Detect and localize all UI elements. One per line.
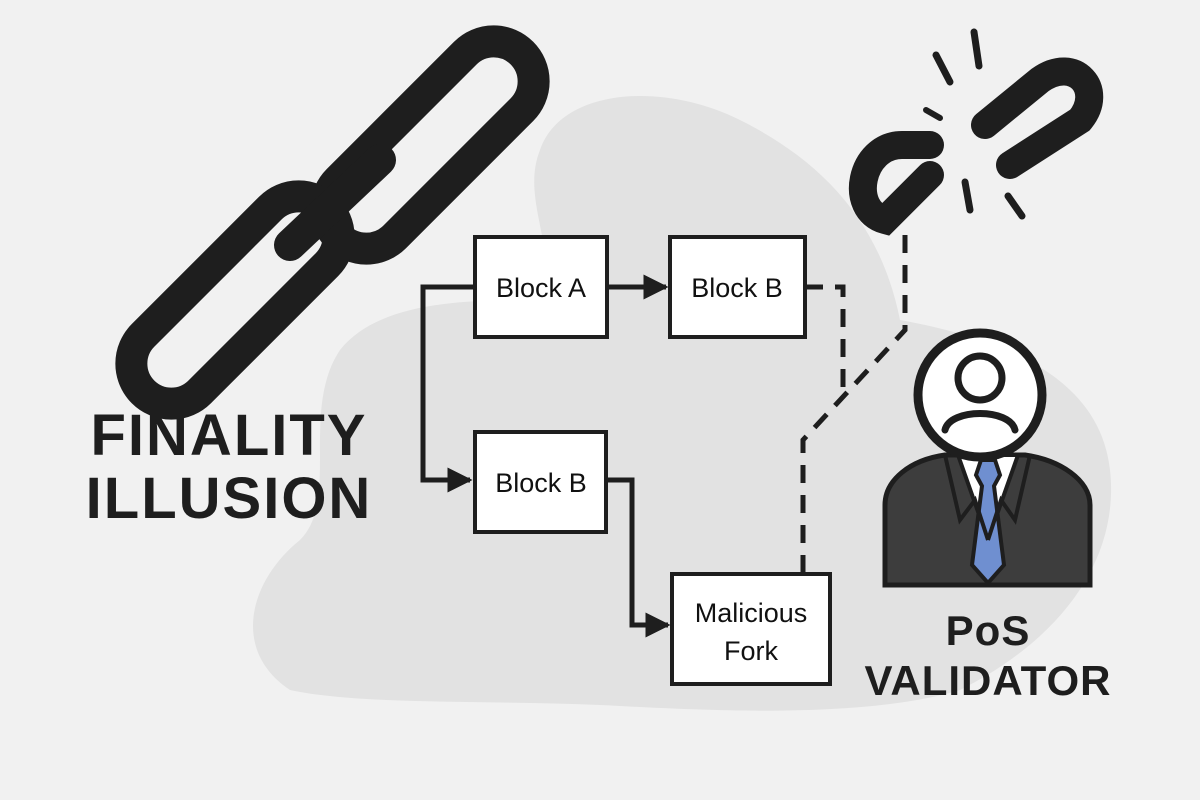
block-b-bottom-label: Block B	[495, 468, 587, 498]
page-title-line1: FINALITY	[91, 403, 368, 468]
malicious-fork-label-line1: Malicious	[695, 598, 808, 628]
block-b-top-label: Block B	[691, 273, 783, 303]
broken-chain-icon	[848, 28, 1104, 236]
malicious-fork-label-line2: Fork	[724, 636, 779, 666]
block-a-label: Block A	[496, 273, 586, 303]
validator-person-icon	[882, 328, 1093, 588]
malicious-fork-block: Malicious Fork	[670, 572, 832, 686]
validator-title-line2: VALIDATOR	[865, 657, 1112, 704]
page-title-line2: ILLUSION	[86, 466, 373, 531]
chain-link-icon	[115, 25, 550, 420]
block-b-top: Block B	[668, 235, 807, 339]
block-a: Block A	[473, 235, 609, 339]
diagram-connectors	[420, 235, 908, 638]
block-b-bottom: Block B	[473, 430, 608, 534]
validator-title-line1: PoS	[946, 607, 1031, 654]
